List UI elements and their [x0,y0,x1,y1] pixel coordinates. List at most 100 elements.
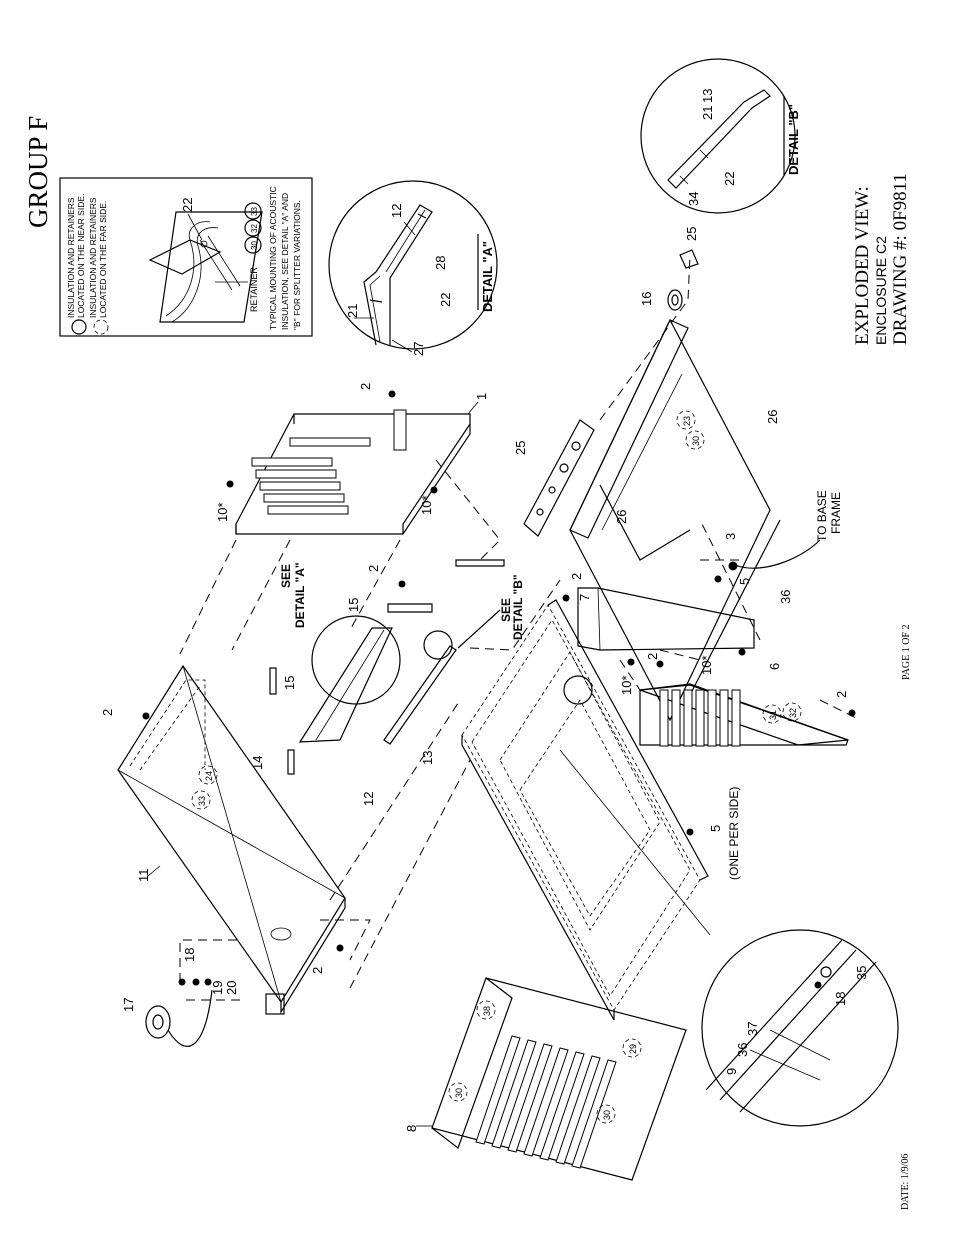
callout-12: 12 [361,792,376,806]
part-6-louvered-panel [639,683,849,747]
callout-2-a: 2 [358,383,373,390]
see-detail-b-line-1: SEE [499,598,513,622]
insulation-32: 32 [788,708,798,718]
group-title: GROUP F [23,116,53,228]
retainer-label: RETAINER [249,267,259,312]
insulation-23-marker [676,410,696,430]
insulation-30b-marker [448,1082,468,1102]
callout-20: 20 [224,981,239,995]
part-13-channel [383,645,457,745]
callout-10-a: 10* [215,502,230,522]
insulation-section-sketch [148,211,263,323]
legend-callout-22: 22 [180,198,195,212]
callout-2-b: 2 [366,565,381,572]
insulation-29-marker [622,1038,642,1058]
view-title: EXPLODED VIEW: [852,186,873,345]
callout-2-g: 2 [310,967,325,974]
part-25-hinge-strip [523,419,595,537]
callout-7: 7 [577,594,592,601]
callout-1: 1 [474,393,489,400]
callout-19: 19 [210,981,225,995]
insulation-38: 38 [482,1006,492,1016]
insulation-30c-marker [596,1104,616,1124]
insulation-32-marker [782,702,802,722]
detail-c: 9 36 37 18 35 [559,749,899,1127]
part-8-louvers [475,1035,617,1169]
hardware-dots [142,390,856,986]
explode-lines [179,459,861,989]
near-side-line-1: INSULATION AND RETAINERS [66,197,76,318]
callout-3: 3 [723,533,738,540]
callout-11: 11 [136,869,151,883]
callout-26-b: 26 [614,510,629,524]
part-8-end-panel [431,977,687,1181]
part-26-seal [599,484,691,561]
near-side-symbol-icon [71,319,87,335]
one-per-side-note: (ONE PER SIDE) [727,787,741,880]
detail-a-callout-22: 22 [438,293,453,307]
callout-5-a: 5 [737,578,752,585]
detail-c-callout-18: 18 [833,992,848,1006]
part-14-bracket [287,749,295,775]
base-frame [423,599,709,1021]
insulation-29: 29 [628,1044,638,1054]
callout-15-b: 15 [346,598,361,612]
callout-10-d: 10* [699,655,714,675]
insulation-30c: 30 [602,1110,612,1120]
part-12-splitter [298,627,393,743]
see-detail-a-line-2: DETAIL "A" [293,562,307,628]
insulation-30a-marker [685,430,705,450]
callout-6: 6 [767,663,782,670]
detail-a-callout-27: 27 [411,342,426,356]
callout-15-a: 15 [282,676,297,690]
far-side-symbol-icon [93,319,109,335]
detail-a-callout-12: 12 [389,204,404,218]
part-15a-bracket [269,667,277,695]
callout-14: 14 [250,756,265,770]
legend-note-line-1: TYPICAL MOUNTING OF ACOUSTIC [268,186,278,330]
callout-26-a: 26 [765,410,780,424]
far-side-line-2: LOCATED ON THE FAR SIDE. [98,201,108,318]
enclosure-label: ENCLOSURE C2 [873,236,889,345]
part-36-cable [734,539,821,569]
part-11-top-panel [117,664,346,1015]
detail-b-title: DETAIL "B" [786,104,801,175]
insulation-30b: 30 [454,1088,464,1098]
detail-c-callout-37: 37 [745,1022,760,1036]
detail-b-callout-34: 34 [686,192,701,206]
callout-10-b: 10* [419,495,434,515]
detail-b: DETAIL "B" 21 13 22 34 [640,58,801,214]
insulation-38-marker [476,1000,496,1020]
callout-17: 17 [121,998,136,1012]
callout-25-a: 25 [513,441,528,455]
detail-a-callout-21: 21 [345,304,360,318]
part-7-panel [577,587,755,651]
part-3-side-door [569,318,781,722]
see-detail-a-circle [311,615,401,705]
legend-note-line-3: "B" FOR SPLITTER VARIATIONS. [292,200,302,330]
callout-36: 36 [778,590,793,604]
detail-b-callout-22: 22 [722,172,737,186]
callout-2-c: 2 [569,573,584,580]
detail-b-callout-13: 13 [700,89,715,103]
callout-5-b: 5 [708,825,723,832]
page-number: PAGE 1 OF 2 [901,625,912,680]
retainer-30-circle [244,236,262,254]
retainer-33-circle [244,202,262,220]
see-detail-b-line-2: DETAIL "B" [511,574,525,640]
retainer-32: 32 [250,224,259,233]
legend-note-line-2: INSULATION, SEE DETAIL "A" AND [280,193,290,330]
part-1-louvers [251,409,407,515]
to-base-frame-line-2: FRAME [829,492,843,534]
detail-a-title: DETAIL "A" [480,241,495,312]
part-15b-bracket [387,603,433,613]
part-6-louvers [659,689,741,747]
callout-8: 8 [404,1125,419,1132]
far-side-line-1: INSULATION AND RETAINERS [88,197,98,318]
retainer-33: 33 [250,207,259,216]
part-1-end-panel [235,409,471,535]
callout-10-c: 10* [619,675,634,695]
retainer-32-circle [244,219,262,237]
insulation-31-marker [762,704,782,724]
detail-c-callout-36: 36 [735,1043,750,1057]
